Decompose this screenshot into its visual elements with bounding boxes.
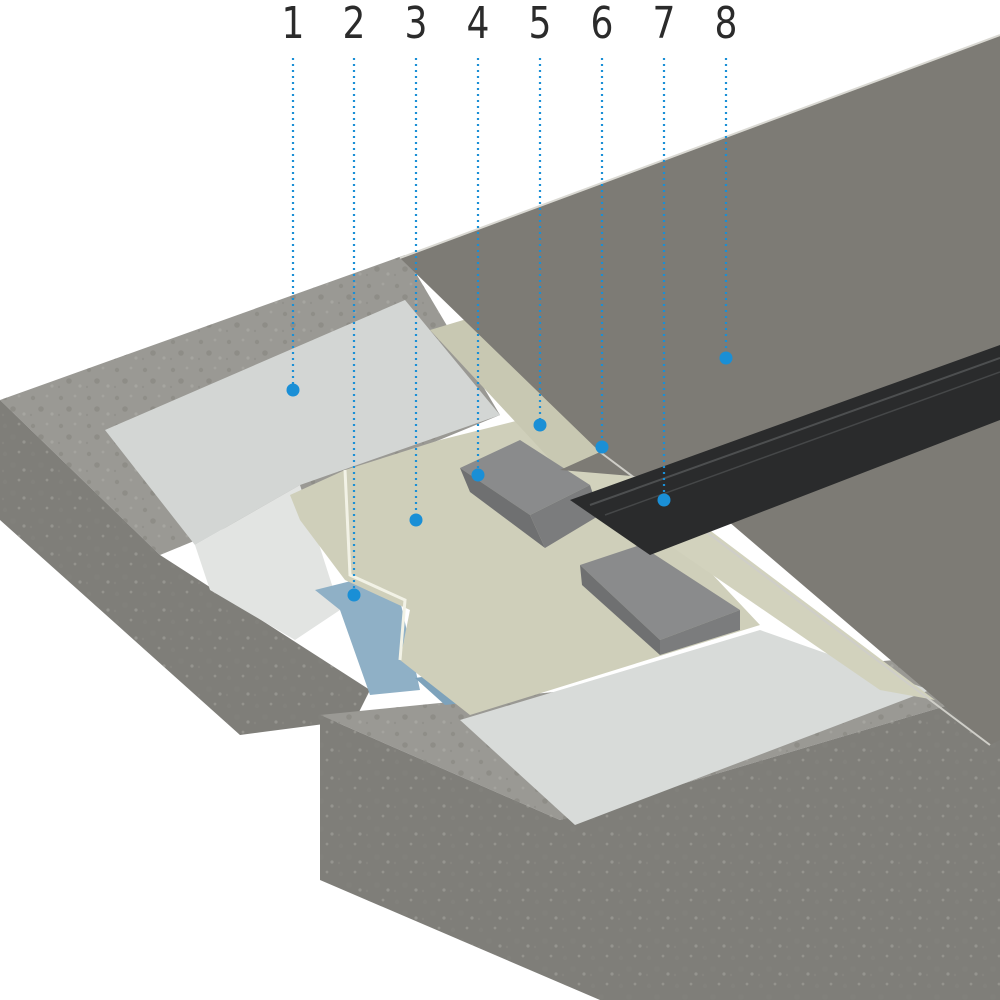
callout-number-1: 1 xyxy=(281,0,305,49)
callout-4-marker xyxy=(471,468,485,482)
callout-3-marker xyxy=(409,513,423,527)
callout-number-5: 5 xyxy=(528,0,552,49)
callout-7-marker xyxy=(657,493,671,507)
callout-number-7: 7 xyxy=(652,0,676,49)
support-block-lower xyxy=(580,545,740,655)
callout-6-marker xyxy=(595,440,609,454)
callout-5-marker xyxy=(533,418,547,432)
rubber-joint-profile xyxy=(570,345,1000,555)
callout-number-3: 3 xyxy=(404,0,428,49)
callout-2-marker xyxy=(347,588,361,602)
callout-number-4: 4 xyxy=(466,0,490,49)
callout-1-marker xyxy=(286,383,300,397)
callout-number-6: 6 xyxy=(590,0,614,49)
callout-markers xyxy=(286,58,733,602)
callout-number-8: 8 xyxy=(714,0,738,49)
callout-number-2: 2 xyxy=(342,0,366,49)
callout-8-marker xyxy=(719,351,733,365)
